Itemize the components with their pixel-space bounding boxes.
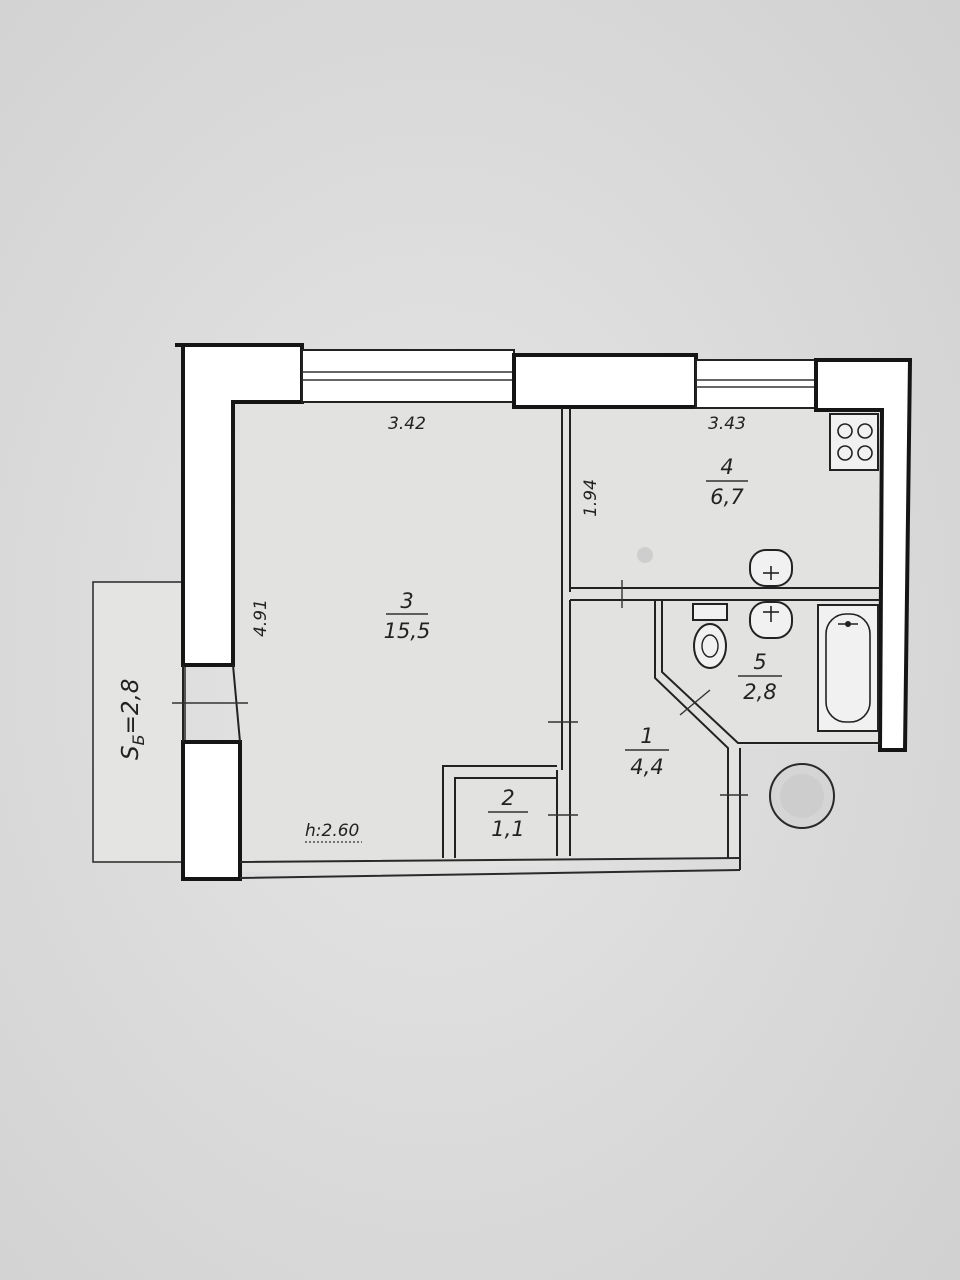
dim-room3-width: 3.42: [388, 414, 426, 434]
balcony-s: S: [118, 745, 144, 760]
room3-area: 15,5: [384, 619, 431, 643]
closet-wall: [442, 765, 557, 858]
room2-area: 1,1: [491, 817, 524, 841]
balcony: [92, 581, 186, 863]
stamp-mark-inner: [780, 774, 824, 818]
room1-area: 4,4: [630, 755, 663, 779]
room1-number: 1: [640, 724, 653, 748]
right-wall: [814, 358, 913, 752]
balcony-subscript: Б: [129, 734, 148, 745]
bathtub-icon: [817, 604, 879, 732]
room2-number: 2: [501, 786, 514, 810]
bathroom-wall-outer: [654, 600, 729, 858]
room5-area: 2,8: [743, 680, 776, 704]
toilet-icon: [692, 603, 728, 669]
room4-number: 4: [720, 455, 733, 479]
sink-icon: [749, 549, 793, 587]
svg-text:SБ=2,8: SБ=2,8: [118, 679, 148, 760]
window-room3: [301, 349, 515, 403]
paper-spot: [637, 547, 653, 563]
stove-icon: [829, 413, 879, 471]
bottom-wall: [239, 857, 741, 879]
room5-number: 5: [753, 650, 766, 674]
closet-wall-inner: [454, 777, 557, 858]
left-wall-lower: [181, 740, 242, 881]
dim-room4-width: 3.43: [708, 414, 746, 434]
window-room4: [695, 359, 817, 409]
dim-room3-depth: 4.91: [251, 599, 271, 637]
balcony-value: =2,8: [118, 679, 144, 735]
room4-area: 6,7: [710, 485, 744, 509]
bathroom-sink-icon: [749, 601, 793, 639]
door-ticks: [548, 580, 748, 816]
room3-number: 3: [400, 589, 413, 613]
balcony-area-label: SБ=2,8: [118, 679, 148, 760]
top-wall-pier: [512, 353, 698, 409]
ceiling-height: h:2.60: [305, 821, 359, 841]
apartment-floor: [232, 402, 880, 872]
bathroom-wall: [661, 600, 880, 744]
dim-room4-depth: 1.94: [581, 479, 601, 517]
